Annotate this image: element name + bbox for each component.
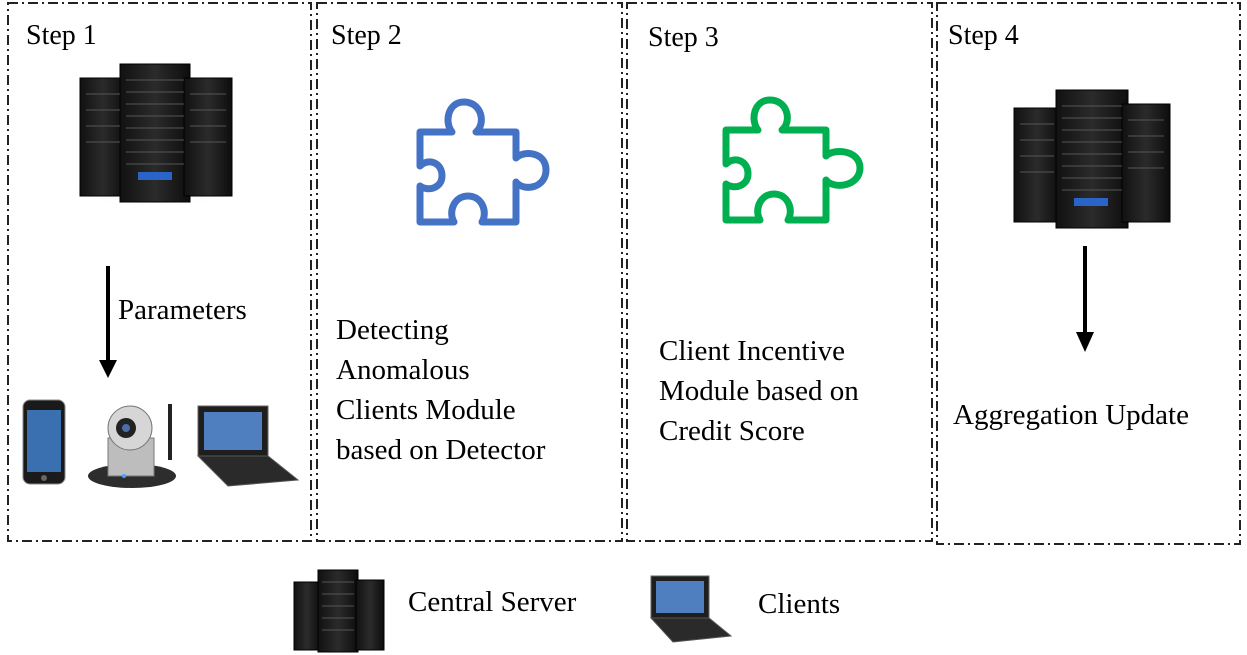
step4-label: Step 4: [948, 20, 1019, 51]
laptop-icon: [196, 405, 300, 487]
step2-line-2: Anomalous: [336, 354, 470, 386]
down-arrow-icon: [1076, 246, 1094, 352]
step3-line-3: Credit Score: [659, 415, 805, 447]
step2-line-3: Clients Module: [336, 394, 516, 426]
smartphone-icon: [22, 399, 66, 485]
puzzle-piece-icon: [416, 98, 550, 226]
step3-line-2: Module based on: [659, 375, 859, 407]
server-rack-icon: [60, 63, 250, 208]
step2-line-1: Detecting: [336, 314, 449, 346]
step2-line-4: based on Detector: [336, 434, 546, 466]
step2-label: Step 2: [331, 20, 402, 51]
step1-label: Step 1: [26, 20, 97, 51]
laptop-icon: [649, 575, 733, 643]
step4-panel: [936, 2, 1241, 545]
legend-clients-label: Clients: [758, 588, 841, 620]
step3-line-1: Client Incentive: [659, 335, 846, 367]
camera-icon: [88, 404, 176, 488]
server-rack-icon: [1000, 89, 1190, 234]
down-arrow-icon: [99, 266, 117, 378]
puzzle-piece-icon: [722, 96, 864, 224]
parameters-label: Parameters: [118, 294, 247, 326]
step2-panel: [316, 2, 623, 542]
step3-label: Step 3: [648, 22, 719, 53]
legend-server-label: Central Server: [408, 586, 577, 618]
step4-text: Aggregation Update: [953, 399, 1189, 431]
server-rack-icon: [290, 569, 390, 654]
step3-panel: [626, 2, 933, 542]
